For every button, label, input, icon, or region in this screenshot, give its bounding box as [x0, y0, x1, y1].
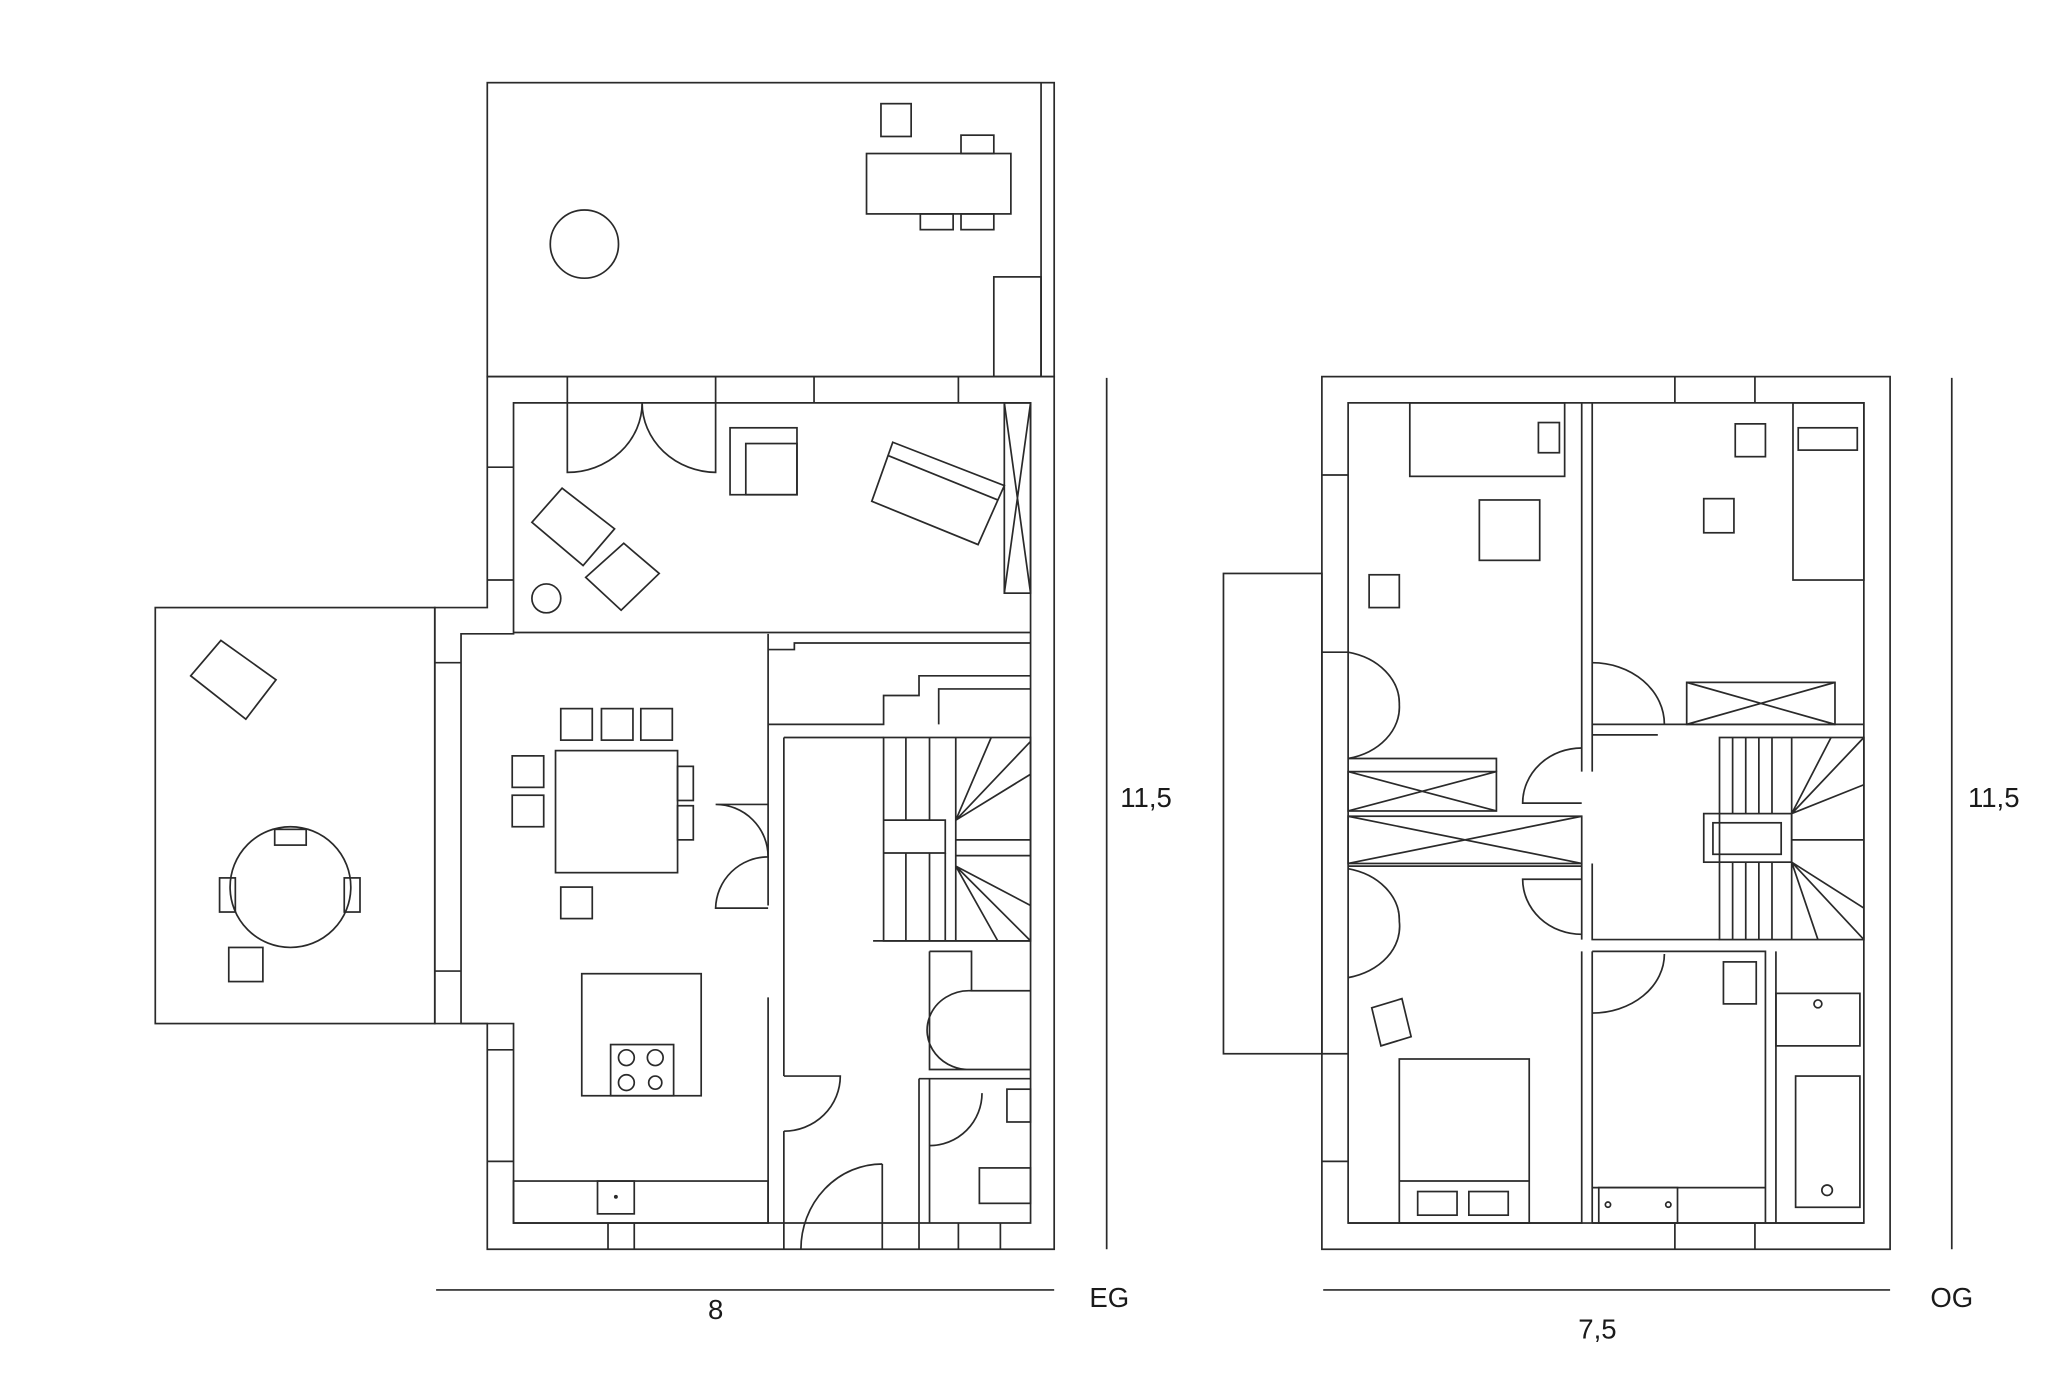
og-depth-label: 11,5 — [1968, 782, 2020, 813]
eg-dimensions: 11,5 8 EG — [436, 377, 1172, 1325]
bedroom-top-left — [1368, 402, 1566, 609]
round-table — [549, 209, 620, 280]
bedroom-top-right — [1702, 402, 1865, 581]
window-marks — [434, 376, 1002, 1250]
chair — [218, 877, 237, 913]
bathroom — [1775, 992, 1861, 1209]
door — [783, 1075, 842, 1133]
double-bed — [1398, 1058, 1531, 1224]
armchair — [729, 426, 798, 496]
shelf — [1003, 402, 1032, 594]
lounge-chair — [584, 542, 661, 612]
bathtub — [1794, 1075, 1861, 1209]
chair — [273, 828, 308, 846]
chair — [1702, 497, 1735, 534]
bed — [1792, 402, 1865, 581]
side-table — [531, 583, 562, 614]
bedroom-bottom-left — [1370, 997, 1531, 1224]
washbasin — [1775, 992, 1861, 1047]
round-table — [229, 825, 352, 949]
dining-table — [554, 749, 679, 874]
chair — [1722, 961, 1758, 1005]
wc — [918, 1077, 1031, 1250]
cooktop — [609, 1043, 675, 1097]
og-width-label: 7,5 — [1578, 1314, 1616, 1345]
og-dimensions: 11,5 7,5 OG — [1323, 377, 2020, 1345]
eg-depth-label: 11,5 — [1120, 782, 1172, 813]
window-marks — [1321, 376, 1756, 1250]
terrace-bench — [992, 276, 1042, 378]
chair — [880, 102, 912, 138]
side-terrace — [154, 606, 436, 1025]
chair — [960, 134, 995, 155]
eg-width-label: 8 — [708, 1294, 723, 1325]
double-door — [566, 402, 717, 474]
wc-sink — [1006, 1088, 1032, 1123]
rear-terrace — [486, 81, 1056, 378]
storage-closet — [926, 950, 1031, 1071]
living-room — [513, 402, 1032, 634]
lounge-chair — [530, 486, 616, 567]
chair — [1734, 423, 1767, 458]
entrance-door — [800, 1163, 884, 1250]
kitchen-dining — [511, 633, 769, 1224]
study-bottom — [1592, 961, 1766, 1224]
chair — [1368, 573, 1401, 609]
staircase — [1702, 736, 1865, 941]
chair — [919, 213, 954, 231]
chair — [343, 877, 361, 913]
counter — [512, 1180, 769, 1224]
outer-wall — [1321, 375, 1891, 1251]
chair — [960, 213, 995, 231]
sink — [596, 1180, 636, 1215]
doors — [1347, 651, 1666, 1014]
kitchen-island — [580, 972, 703, 1097]
chair — [227, 946, 264, 983]
sofa — [870, 441, 1006, 546]
terrace-table — [865, 152, 1012, 215]
wardrobes — [1347, 681, 1836, 865]
toilet — [978, 1167, 1032, 1205]
chair — [1370, 997, 1413, 1047]
eg-floor-label: EG — [1089, 1282, 1129, 1313]
double-door — [714, 803, 769, 909]
hallway-stairs — [768, 642, 1032, 1250]
desk — [1478, 499, 1541, 562]
lounger — [189, 639, 278, 721]
ground-floor-plan: 11,5 8 EG — [154, 81, 1172, 1325]
bed — [1408, 402, 1566, 478]
upper-floor-plan: 11,5 7,5 OG — [1222, 375, 2020, 1345]
balcony — [1222, 572, 1323, 1055]
og-floor-label: OG — [1930, 1282, 1973, 1313]
